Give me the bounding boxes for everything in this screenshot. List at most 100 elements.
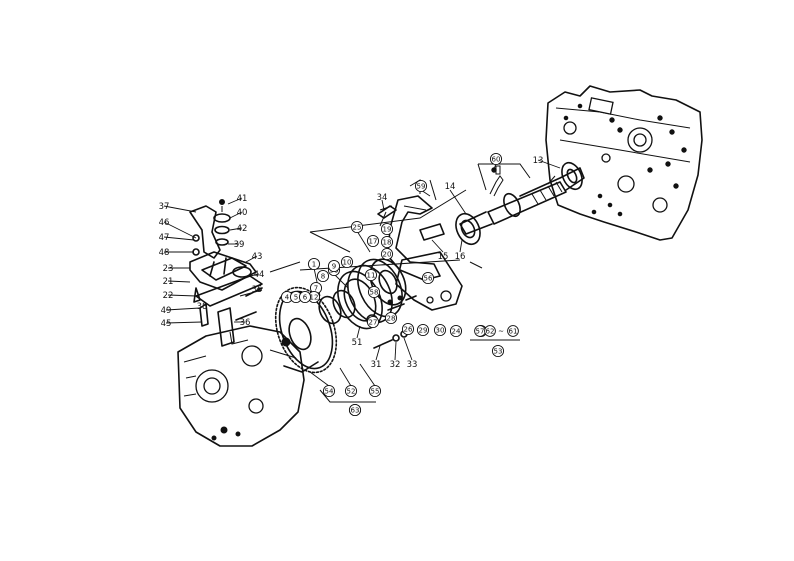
label-circle	[350, 220, 364, 234]
part-label-34: 34	[377, 193, 388, 203]
part-label-42: 42	[237, 224, 248, 234]
range-left: 57	[476, 328, 485, 336]
label-text: 28	[387, 315, 396, 323]
label-circle	[367, 285, 381, 299]
part-label-5: 5	[289, 290, 303, 304]
label-text: 47	[159, 233, 170, 243]
part-label-30: 30	[433, 323, 447, 337]
label-text: 37	[159, 202, 170, 212]
part-label-20: 20	[380, 247, 394, 261]
part-label-11: 11	[364, 268, 378, 282]
label-text: 36	[240, 318, 251, 328]
leader-line	[459, 239, 463, 253]
label-text: 56	[424, 275, 433, 283]
part-label-15: 15	[438, 252, 449, 262]
reference-lines	[269, 163, 531, 403]
label-circle	[380, 247, 394, 261]
part-label-29: 29	[416, 323, 430, 337]
leader-line	[356, 325, 361, 339]
part-label-6: 6	[298, 290, 312, 304]
leader-line	[537, 159, 561, 169]
part-label-8: 8	[316, 269, 330, 283]
part-label-14: 14	[445, 182, 456, 192]
label-text: 29	[419, 327, 428, 335]
label-text: 63	[351, 407, 360, 415]
part-label-48: 48	[159, 248, 170, 258]
part-label-59: 59	[414, 179, 428, 193]
label-circle	[414, 179, 428, 193]
label-text: 58	[370, 289, 379, 297]
label-text: 22	[163, 291, 174, 301]
label-text: 52	[347, 388, 356, 396]
part-label-54: 54	[322, 384, 336, 398]
label-text: 8	[321, 273, 325, 281]
part-label-40: 40	[237, 208, 248, 218]
leader-line	[163, 221, 197, 239]
label-text: 26	[404, 326, 413, 334]
label-circle	[384, 311, 398, 325]
part-label-31: 31	[371, 360, 382, 370]
label-text: 21	[163, 277, 174, 287]
label-circle	[368, 384, 382, 398]
part-label-22: 22	[163, 291, 174, 301]
label-text: 59	[417, 183, 426, 191]
label-text: 35	[252, 285, 263, 295]
label-circle	[322, 384, 336, 398]
label-text: 60	[492, 156, 501, 164]
part-label-4: 4	[280, 290, 294, 304]
label-text: 4	[285, 294, 290, 302]
part-label-38: 38	[197, 302, 208, 312]
leader-line	[249, 273, 260, 277]
label-circle	[366, 234, 380, 248]
leader-line	[449, 189, 467, 215]
label-text: 51	[352, 338, 363, 348]
part-label-27: 27	[366, 315, 380, 329]
label-text: 41	[237, 194, 248, 204]
part-label-1: 1	[307, 257, 321, 271]
leader-line	[375, 345, 381, 361]
part-label-35: 35	[252, 285, 263, 295]
part-label-10: 10	[340, 255, 354, 269]
label-text: 40	[237, 208, 248, 218]
label-text: 38	[197, 302, 208, 312]
label-circle	[307, 257, 321, 271]
label-circle	[344, 384, 358, 398]
label-circle	[380, 222, 394, 236]
part-label-55: 55	[368, 384, 382, 398]
label-text: 49	[161, 306, 172, 316]
leader-line	[167, 280, 191, 283]
leader-line	[165, 307, 201, 311]
label-circle	[489, 152, 503, 166]
part-label-39: 39	[234, 240, 245, 250]
part-label-41: 41	[237, 194, 248, 204]
range-tilde: ~	[498, 328, 504, 336]
label-circle	[340, 255, 354, 269]
label-text: 32	[390, 360, 401, 370]
part-label-45: 45	[161, 319, 172, 329]
label-text: 23	[163, 264, 174, 274]
leader-line	[163, 205, 197, 213]
part-label-9: 9	[327, 259, 341, 273]
label-text: 20	[383, 251, 392, 259]
part-label-18: 18	[380, 235, 394, 249]
label-text: 48	[159, 248, 170, 258]
fasteners	[235, 205, 417, 349]
label-circle	[421, 271, 435, 285]
label-text: 34	[377, 193, 388, 203]
leader-line	[163, 236, 195, 241]
leader-line	[339, 367, 352, 387]
label-text: 44	[254, 270, 265, 280]
label-text: 31	[371, 360, 382, 370]
part-label-36: 36	[240, 318, 251, 328]
part-label-25: 25	[350, 220, 364, 234]
label-circle	[449, 324, 463, 338]
leader-line	[403, 337, 413, 361]
leader-line	[309, 371, 330, 387]
part-label-19: 19	[380, 222, 394, 236]
part-label-17: 17	[366, 234, 380, 248]
part-label-44: 44	[254, 270, 265, 280]
label-circle	[366, 315, 380, 329]
part-label-49: 49	[161, 306, 172, 316]
leader-line	[229, 227, 243, 231]
label-circle	[316, 269, 330, 283]
